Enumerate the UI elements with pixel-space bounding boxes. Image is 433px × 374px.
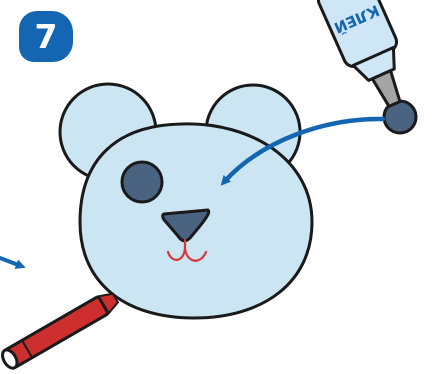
bear-face (60, 84, 312, 318)
arrow-icon (0, 258, 21, 266)
left-eye (122, 162, 162, 202)
marker-icon (0, 289, 120, 370)
glue-bottle-icon: КЛЕЙ (315, 0, 420, 115)
step-number-badge: 7 (19, 11, 73, 62)
